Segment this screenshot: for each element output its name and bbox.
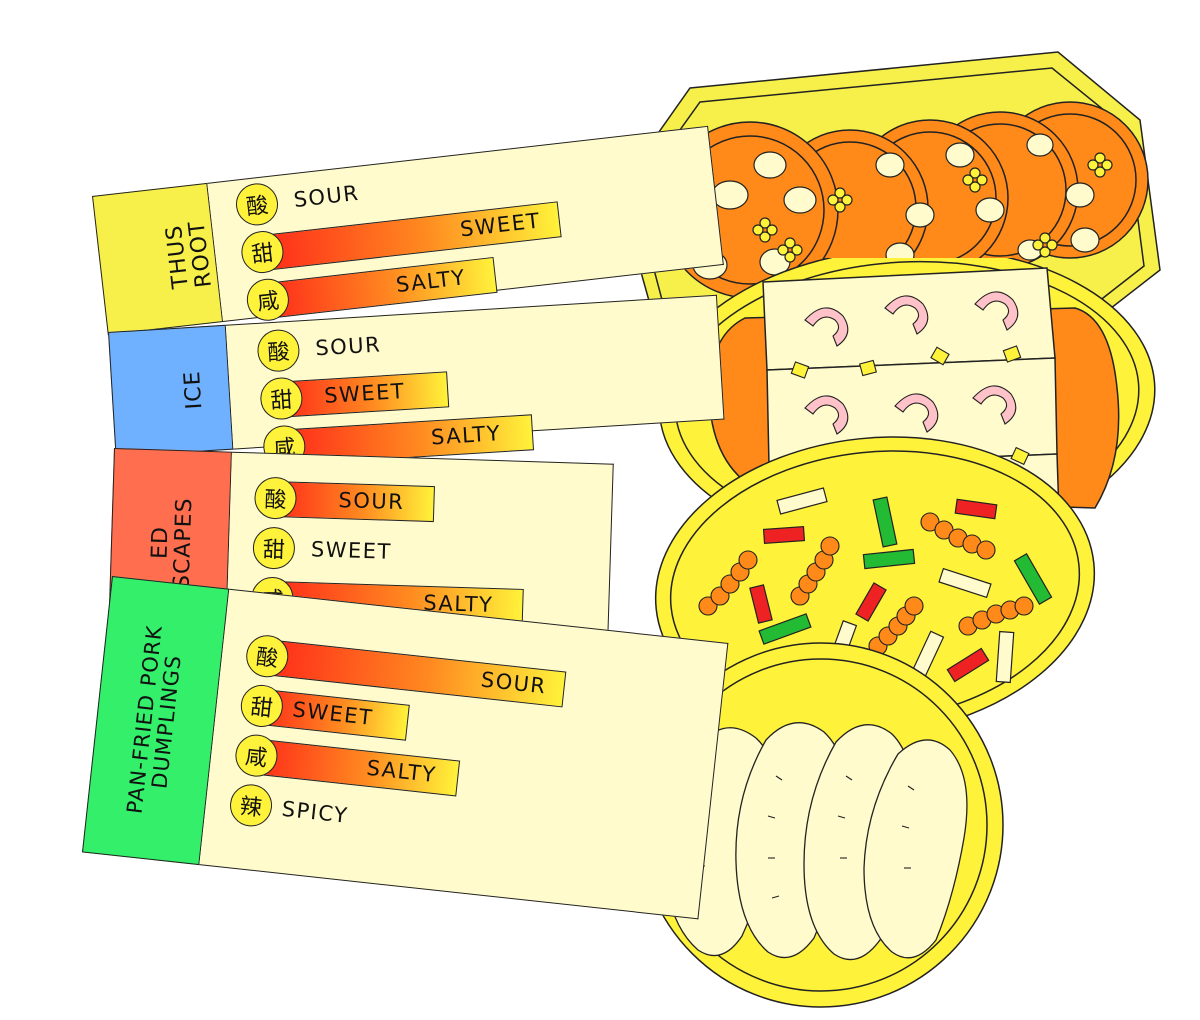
dish-name: PAN-FRIED PORK DUMPLINGS [122, 623, 186, 815]
flavor-label: SOUR [338, 488, 405, 515]
card-color-strip: ICE [108, 324, 234, 457]
dish-name: ICE [180, 369, 208, 410]
flavor-label: SWEET [323, 378, 406, 408]
sweet-glyph: 甜 [252, 526, 296, 570]
flavor-label: SALTY [430, 421, 502, 450]
flavor-label: SWEET [310, 537, 393, 564]
spicy-glyph: 辣 [227, 782, 275, 829]
dish-name: THUS ROOT [161, 219, 217, 290]
sour-glyph: 酸 [256, 328, 301, 373]
menu-card-pork-dumplings: PAN-FRIED PORK DUMPLINGS 酸 SOUR 甜 SWEET … [81, 576, 729, 920]
card-color-strip: THUS ROOT [92, 182, 224, 336]
flavor-label: SPICY [280, 796, 350, 828]
flavor-label: SOUR [292, 180, 361, 213]
flavor-label: SOUR [314, 332, 382, 361]
dish-name: ED SCAPES [147, 497, 198, 590]
sour-glyph: 酸 [233, 181, 281, 228]
